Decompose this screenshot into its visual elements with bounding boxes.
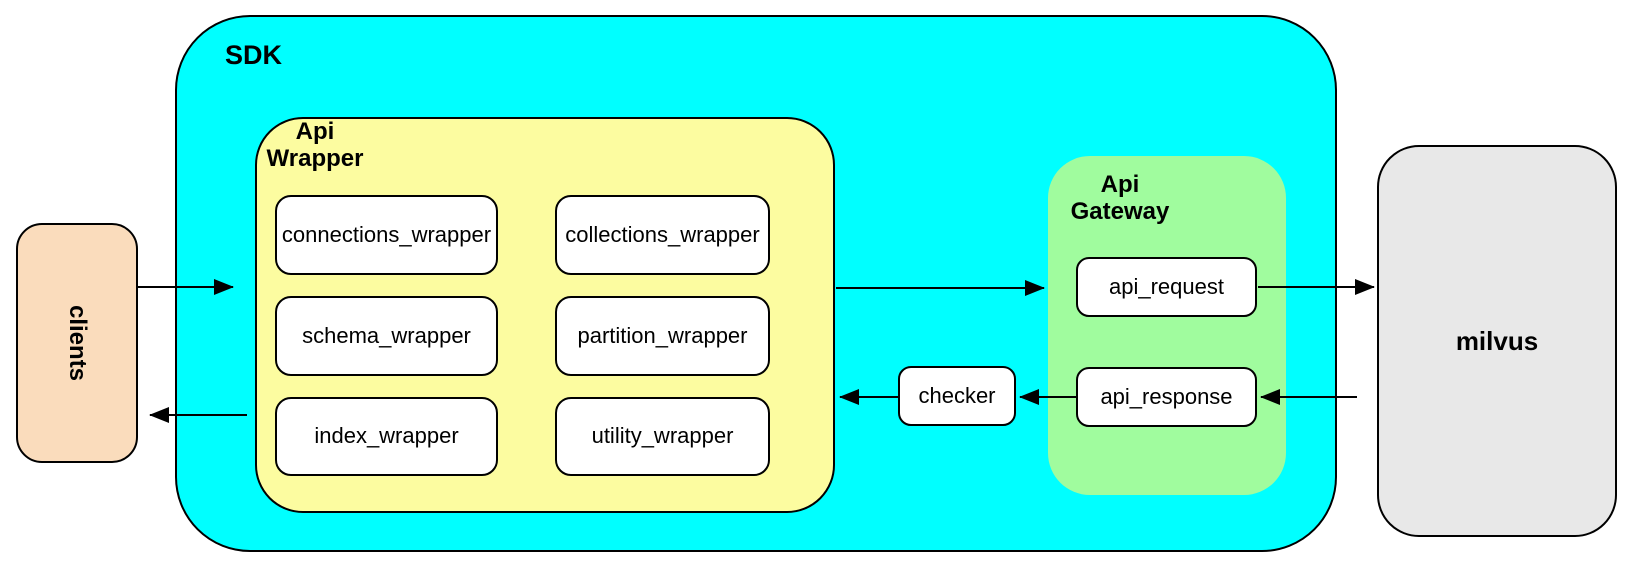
node-checker: checker xyxy=(898,366,1016,426)
node-partition-wrapper: partition_wrapper xyxy=(555,296,770,376)
node-connections-wrapper: connections_wrapper xyxy=(275,195,498,275)
node-schema-wrapper: schema_wrapper xyxy=(275,296,498,376)
clients-label: clients xyxy=(64,304,91,382)
node-milvus: milvus xyxy=(1377,145,1617,537)
api-wrapper-label: Api Wrapper xyxy=(253,118,377,172)
api-wrapper-label-line1: Api xyxy=(295,118,335,145)
node-index-wrapper: index_wrapper xyxy=(275,397,498,476)
node-api-response: api_response xyxy=(1076,367,1257,427)
api-gateway-label-line1: Api xyxy=(1100,171,1140,198)
node-clients: clients xyxy=(16,223,138,463)
node-api-request: api_request xyxy=(1076,257,1257,317)
milvus-label: milvus xyxy=(1455,325,1539,356)
sdk-label: SDK xyxy=(225,40,283,70)
api-gateway-label: Api Gateway xyxy=(1060,171,1180,225)
node-utility-wrapper: utility_wrapper xyxy=(555,397,770,476)
api-gateway-container xyxy=(1048,156,1286,495)
node-collections-wrapper: collections_wrapper xyxy=(555,195,770,275)
api-gateway-label-line2: Gateway xyxy=(1070,198,1170,225)
api-wrapper-label-line2: Wrapper xyxy=(266,145,364,172)
